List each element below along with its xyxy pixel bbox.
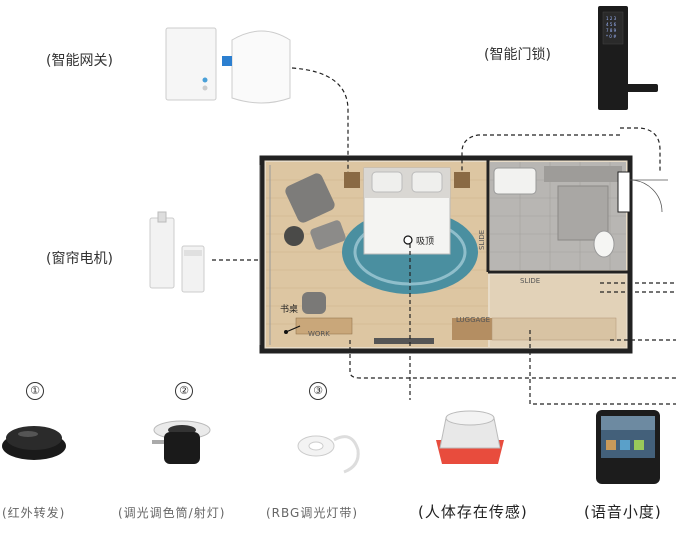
ir-blaster-device	[2, 426, 66, 460]
floor-plan: 吸顶 书桌 WORK LUGGAGE SLIDE SLIDE	[259, 155, 668, 354]
gateway-device	[165, 27, 291, 104]
ir-connector	[349, 340, 676, 379]
ir-blaster-label: (红外转发)	[2, 506, 66, 520]
smart-speaker-device	[596, 410, 660, 484]
svg-text:7 8 9: 7 8 9	[606, 28, 617, 33]
smart-lock-device: 1 2 34 5 6 7 8 9* 0 #	[598, 6, 658, 110]
gateway-hub	[231, 30, 291, 104]
toilet	[593, 230, 615, 258]
lock-handle	[606, 84, 658, 92]
wardrobe	[491, 317, 617, 341]
number-2: ②	[175, 382, 193, 400]
luggage-label: LUGGAGE	[456, 316, 490, 324]
gateway-connector	[291, 67, 349, 172]
tv-unit	[374, 338, 434, 344]
svg-text:1 2 3: 1 2 3	[606, 16, 617, 21]
smart-speaker-label: (语音小度)	[584, 503, 662, 521]
desk-label: 书桌	[280, 303, 298, 315]
gateway-label: (智能网关)	[46, 53, 113, 69]
armchair	[285, 173, 335, 223]
nightstand-right	[454, 172, 470, 188]
curtain-motor-device	[149, 211, 205, 293]
downlight-device	[152, 420, 211, 464]
nightstand-left	[344, 172, 360, 188]
ottoman	[310, 220, 346, 250]
desk	[295, 317, 353, 335]
desk-chair	[302, 292, 326, 314]
number-1: ①	[26, 382, 44, 400]
luggage-rack	[452, 318, 492, 340]
svg-text:* 0 #: * 0 #	[606, 34, 617, 39]
lock-connector-2	[461, 134, 620, 172]
sink	[493, 167, 537, 195]
curtain-label: (窗帘电机)	[46, 251, 113, 267]
side-label: SLIDE	[478, 230, 486, 250]
slide-label: SLIDE	[520, 277, 540, 285]
gateway-box	[165, 27, 217, 101]
led-strip-label: (RBG调光灯带)	[266, 506, 359, 520]
ceiling-light-icon	[403, 235, 413, 245]
entry-door	[617, 171, 631, 213]
number-3: ③	[309, 382, 327, 400]
lock-connector	[620, 127, 661, 172]
shower	[557, 185, 609, 241]
work-label: WORK	[308, 330, 330, 338]
vanity	[544, 166, 622, 182]
side-table	[284, 226, 304, 246]
connector-lines	[212, 67, 676, 405]
lock-label: (智能门锁)	[484, 47, 551, 63]
speaker-connector	[529, 330, 676, 405]
led-strip-device	[297, 435, 360, 474]
presence-sensor-device	[436, 410, 504, 464]
ceiling-light-label: 吸顶	[416, 236, 434, 247]
presence-sensor-label: (人体存在传感)	[418, 503, 528, 521]
downlight-label: (调光调色筒/射灯)	[118, 506, 226, 520]
svg-text:4 5 6: 4 5 6	[606, 22, 617, 27]
